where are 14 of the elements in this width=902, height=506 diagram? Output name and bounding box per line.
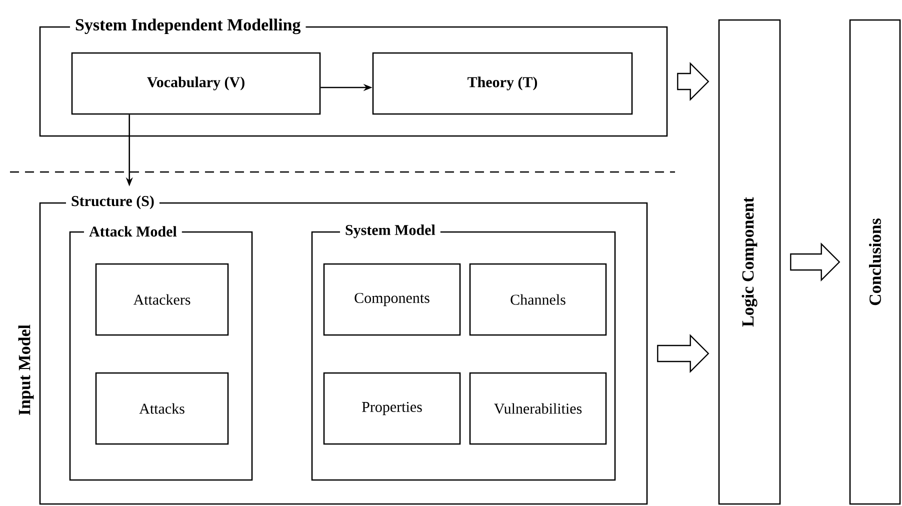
- element-box: Attackers: [95, 263, 229, 336]
- block-arrow: [677, 62, 710, 101]
- element-box: Components: [323, 263, 461, 336]
- concept-box: Theory (T): [372, 52, 633, 115]
- stage-box: Logic Component: [718, 19, 781, 505]
- element-box: Properties: [323, 372, 461, 445]
- element-box: Vulnerabilities: [469, 372, 607, 445]
- element-box: Channels: [469, 263, 607, 336]
- stage-box: Conclusions: [849, 19, 901, 505]
- block-arrow: [657, 334, 710, 373]
- block-arrow: [790, 242, 840, 282]
- concept-box: Vocabulary (V): [71, 52, 321, 115]
- element-box: Attacks: [95, 372, 229, 445]
- side-label: Input Model: [18, 324, 34, 415]
